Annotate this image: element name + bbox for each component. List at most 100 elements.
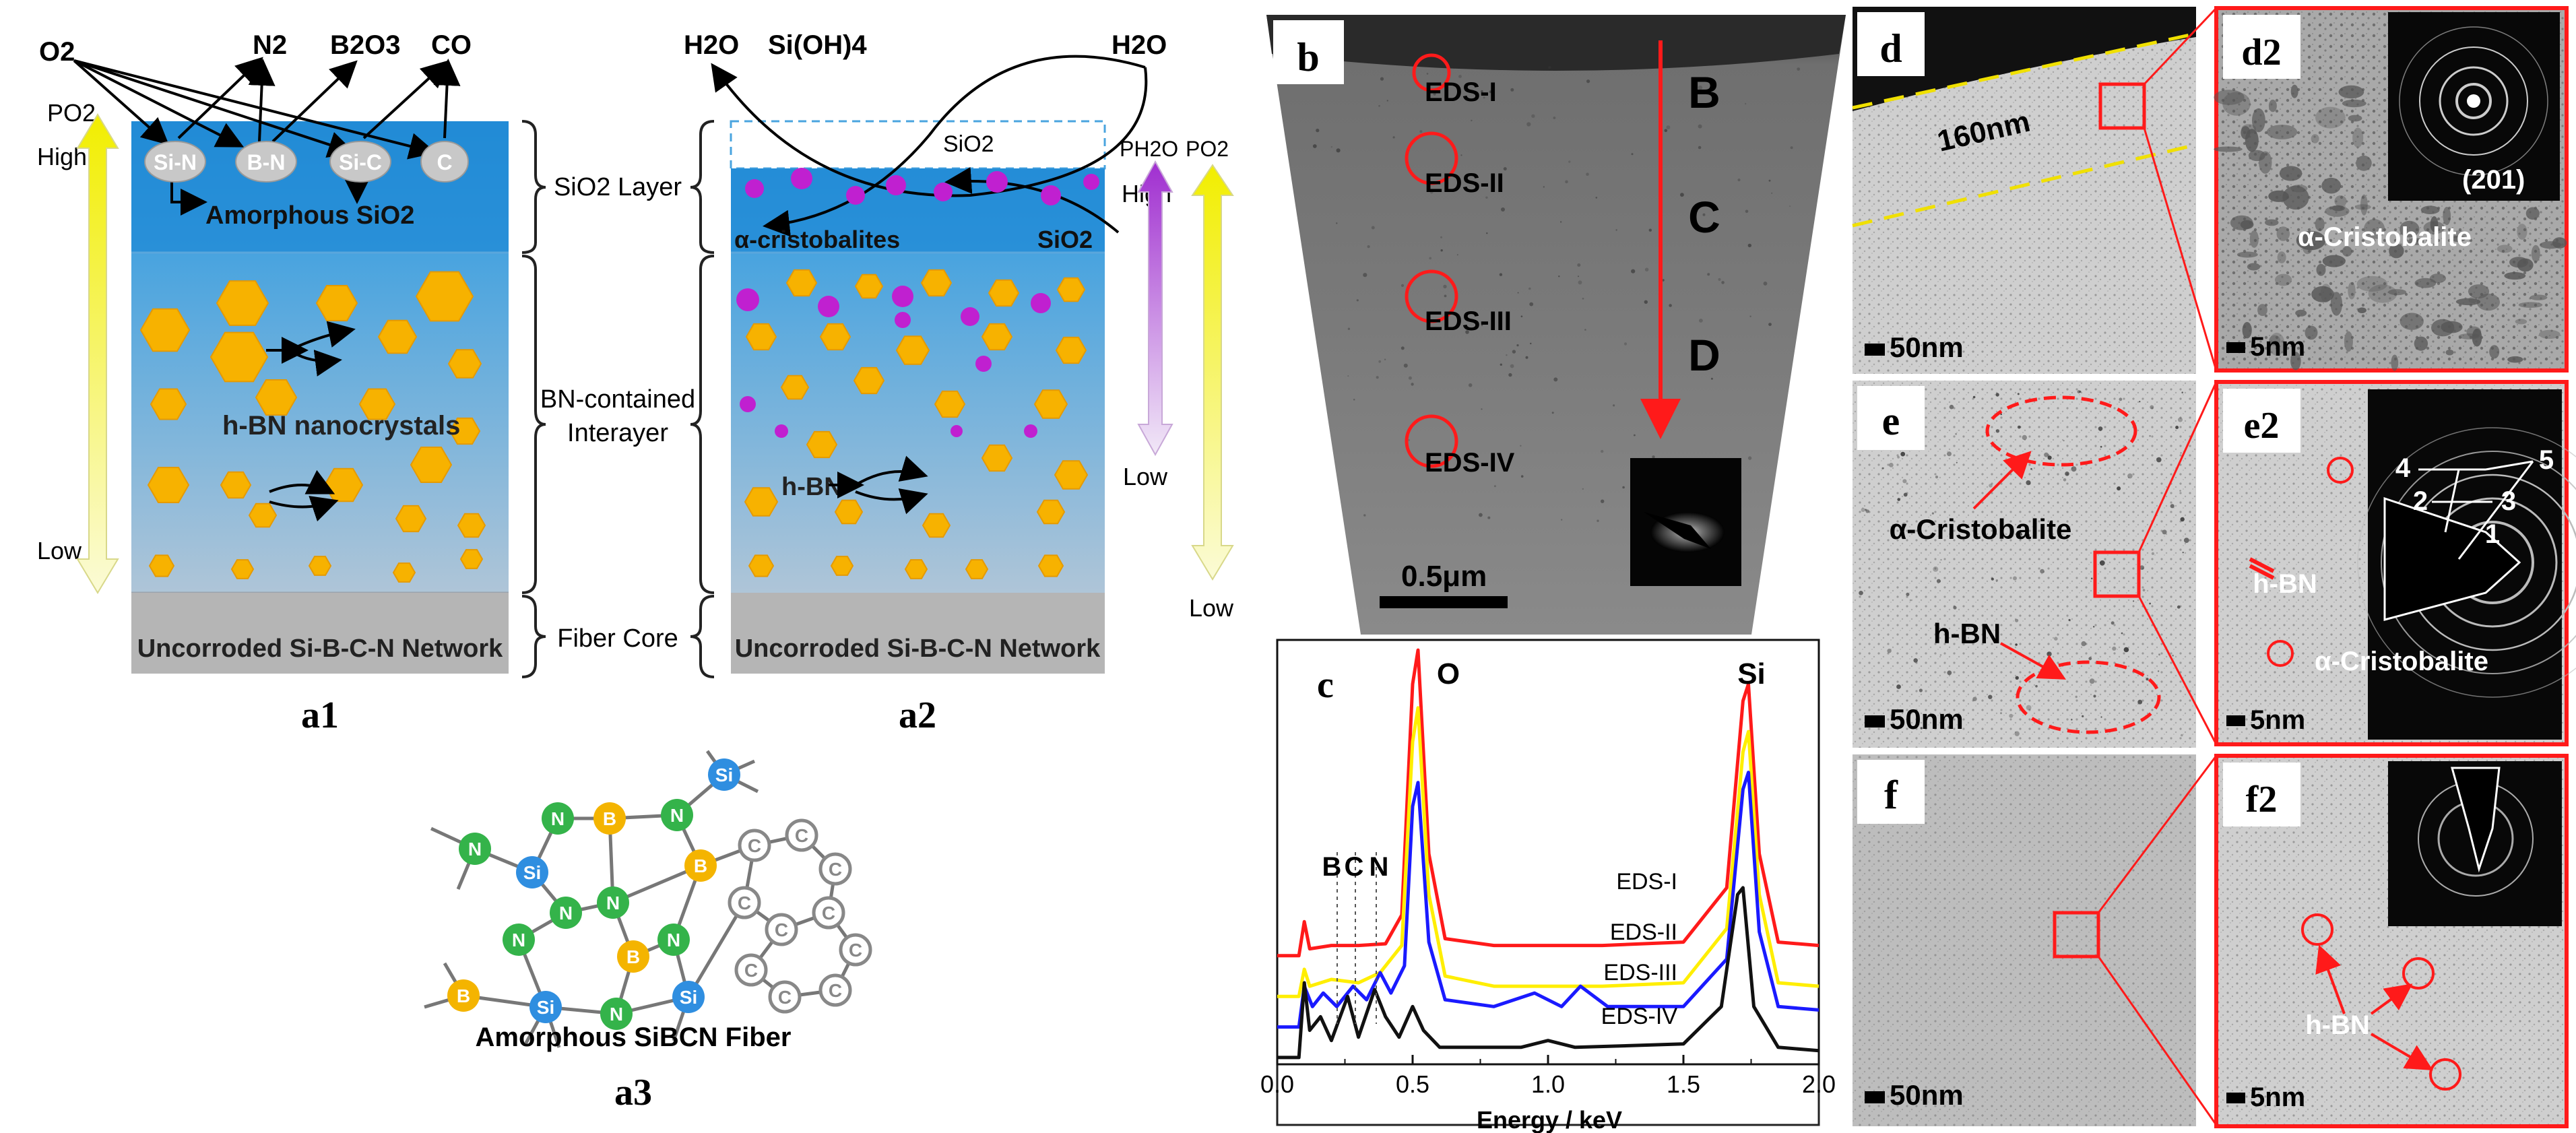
- a3-title: Amorphous SiBCN Fiber: [476, 1023, 792, 1052]
- b-speck: [1336, 148, 1341, 153]
- b-speck: [1520, 445, 1522, 447]
- c-peak-si: Si: [1737, 657, 1766, 690]
- b-speck: [1558, 276, 1560, 278]
- cristobalite-particle: [975, 356, 992, 372]
- b-speck: [1353, 398, 1355, 401]
- a1-gas-n2: N2: [253, 30, 287, 60]
- a3-atom-c: C: [768, 980, 802, 1014]
- e-speck: [2065, 472, 2069, 476]
- a1-reaction-arrows: [73, 57, 461, 216]
- layer-label-sio2: SiO2 Layer: [554, 173, 682, 201]
- d2-crystallite: [2230, 215, 2253, 230]
- d2-crystallite: [2525, 207, 2540, 220]
- d2-crystallite: [2423, 221, 2445, 234]
- e-speck: [1865, 509, 1867, 511]
- b-speck: [1460, 154, 1462, 156]
- e-speck: [1909, 599, 1912, 602]
- e-speck: [1948, 714, 1952, 719]
- e-particles: [1859, 390, 2189, 737]
- panel-e: e α-Cristobalite h-BN 50nm: [1853, 381, 2218, 748]
- b-speck: [1718, 278, 1721, 281]
- e-speck: [1897, 455, 1900, 459]
- e-phase2: h-BN: [1933, 618, 2001, 649]
- a3-atom-circle: [503, 924, 535, 956]
- e2-ring-2: 2: [2413, 486, 2428, 516]
- panel-a2: H2O Si(OH)4 H2O SiO2 α-cristobalites SiO…: [684, 30, 1234, 736]
- b-speck: [1601, 449, 1604, 453]
- a1-amorphous-sio2: Amorphous SiO2: [205, 201, 414, 230]
- d2-crystallite: [2241, 126, 2251, 139]
- e-speck: [2149, 434, 2151, 437]
- e-speck: [1939, 654, 1942, 656]
- b-speck: [1529, 302, 1534, 306]
- c-series-label-4: EDS-IV: [1601, 1004, 1678, 1029]
- e-speck: [2149, 602, 2152, 605]
- e2-phase1: h-BN: [2253, 569, 2317, 599]
- a3-atom-circle: [672, 981, 705, 1013]
- d2-crystallite: [2275, 273, 2292, 286]
- a3-atom-label: Si: [537, 997, 554, 1018]
- f2-scale-bar: [2226, 1093, 2245, 1103]
- b-speck: [1499, 273, 1503, 276]
- d2-crystallite: [2315, 106, 2346, 129]
- hbn-hexagon: [1055, 336, 1087, 364]
- f2-phase: h-BN: [2305, 1010, 2370, 1040]
- d2-crystallite: [2334, 195, 2347, 207]
- b-speck: [1506, 354, 1508, 356]
- a3-atom-label: C: [822, 903, 835, 924]
- hbn-hexagon: [230, 559, 255, 579]
- c-xtick-label: 1.0: [1531, 1070, 1565, 1098]
- a3-atom-c: C: [738, 829, 771, 862]
- b-speck: [1553, 377, 1558, 382]
- cristobalite-particle: [986, 171, 1008, 193]
- a3-atom-label: Si: [680, 987, 697, 1008]
- a3-atom-circle: [768, 980, 802, 1014]
- f2-label: f2: [2246, 779, 2278, 820]
- d-dark-region: [1853, 7, 2196, 111]
- d2-crystallite: [2391, 354, 2399, 371]
- a1-core-label: Uncorroded Si-B-C-N Network: [137, 635, 503, 663]
- d2-crystallite: [2282, 185, 2309, 210]
- e-speck: [2015, 618, 2019, 622]
- b-speck: [1586, 79, 1590, 84]
- e-speck: [2100, 716, 2102, 718]
- d2-crystallite: [2443, 207, 2451, 226]
- e-zoom-line-2: [2137, 595, 2218, 745]
- b-eds-4: EDS-IV: [1425, 448, 1515, 478]
- d2-crystallite: [2321, 177, 2342, 194]
- a3-atom-n: N: [600, 998, 633, 1030]
- e-speck: [1933, 566, 1939, 572]
- b-speck: [1347, 327, 1351, 330]
- b-speck: [1578, 280, 1582, 285]
- b-speck: [1648, 228, 1652, 232]
- b-speck: [1543, 186, 1545, 188]
- d2-crystallite: [2509, 257, 2528, 268]
- b-speck: [1426, 73, 1429, 75]
- e-speck: [2081, 641, 2086, 647]
- c-xtick-label: 2.0: [1802, 1070, 1836, 1098]
- a3-atom-b: B: [447, 979, 480, 1012]
- e-speck: [2025, 533, 2030, 538]
- e-speck: [2077, 390, 2081, 393]
- f-zoom-line-1: [2097, 755, 2218, 913]
- hbn-hexagon: [785, 269, 818, 297]
- e-speck: [2019, 532, 2022, 536]
- b-speck: [1601, 499, 1605, 503]
- cristobalite-particle: [895, 312, 911, 328]
- b-speck: [1548, 66, 1551, 69]
- a3-atom-circle: [657, 924, 690, 956]
- hbn-hexagon: [744, 487, 779, 517]
- a3-atom-si: Si: [708, 758, 740, 791]
- layer-label-core: Fiber Core: [557, 624, 678, 653]
- d-boundary-bottom: [1852, 143, 2197, 228]
- b-speck: [1458, 75, 1462, 78]
- a3-atom-c: C: [812, 896, 845, 930]
- d2-crystallite: [2348, 115, 2362, 122]
- a3-atom-label: N: [551, 808, 565, 829]
- cristobalite-particle: [886, 175, 906, 195]
- b-speck: [1623, 342, 1628, 346]
- b-speck: [1512, 350, 1516, 354]
- d2-crystallite: [2214, 90, 2245, 105]
- hbn-hexagon: [248, 503, 278, 528]
